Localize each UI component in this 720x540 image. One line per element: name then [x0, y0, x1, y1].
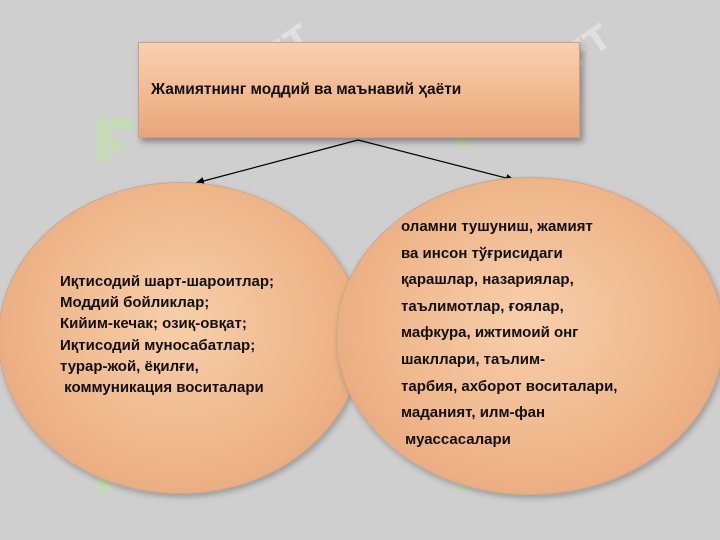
spiritual-item: муассасалари: [401, 430, 511, 448]
material-item: Иқтисодий муносабатлар;: [60, 336, 256, 354]
material-item: Кийим-кечак; озиқ-овқат;: [60, 315, 247, 333]
diagram-title: Жамиятнинг моддий ва маънавий ҳаёти: [151, 81, 462, 98]
arrow-left: [195, 139, 359, 185]
spiritual-item: маданият, илм-фан: [401, 404, 546, 422]
spiritual-item: мафкура, ижтимоий онг: [401, 324, 579, 342]
spiritual-item: тарбия, ахборот воситалари,: [401, 377, 618, 395]
material-item: коммуникация воситалари: [60, 379, 264, 397]
spiritual-item: таълимотлар, ғоялар,: [401, 297, 564, 315]
material-ellipse: [0, 182, 362, 494]
arrow-right: [357, 139, 515, 182]
spiritual-list: оламни тушуниш, жамият ва инсон тўғрисид…: [401, 214, 617, 453]
material-item: турар-жой, ёқилғи,: [60, 357, 199, 375]
material-item: Моддий бойликлар;: [60, 294, 210, 312]
title-box: Жамиятнинг моддий ва маънавий ҳаёти: [138, 42, 580, 138]
material-list: Иқтисодий шарт-шароитлар; Моддий бойликл…: [60, 271, 274, 398]
spiritual-item: ва инсон тўғрисидаги: [401, 244, 563, 262]
spiritual-ellipse: [336, 177, 720, 495]
spiritual-item: қарашлар, назариялар,: [401, 271, 574, 289]
material-item: Иқтисодий шарт-шароитлар;: [60, 273, 275, 290]
spiritual-item: оламни тушуниш, жамият: [401, 218, 593, 235]
spiritual-item: шакллари, таълим-: [401, 350, 546, 368]
